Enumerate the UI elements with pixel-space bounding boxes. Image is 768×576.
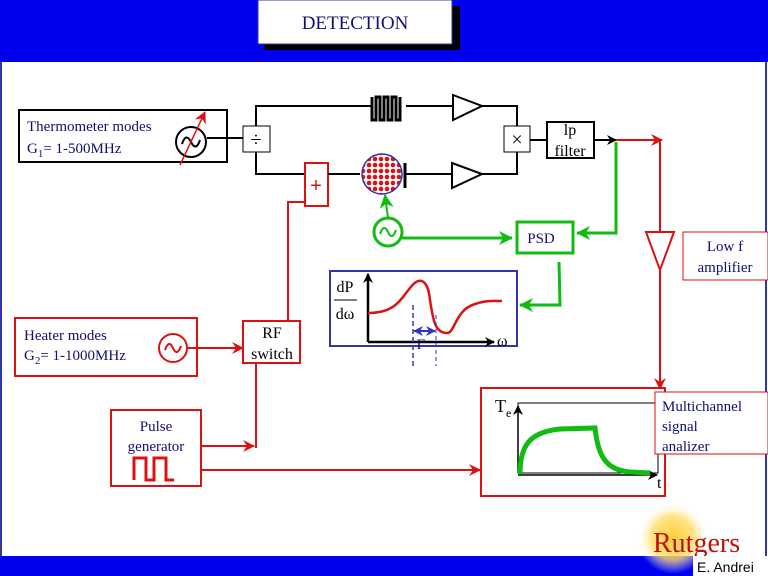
sample-icon [361, 153, 403, 195]
linewidth-label: Γ [417, 337, 426, 353]
response-ylabel: Te [495, 396, 511, 420]
heater-frequency: G2= 1-1000MHz [24, 348, 126, 367]
adder-symbol: + [310, 175, 322, 197]
pulse-generator-label: generator [128, 439, 185, 455]
psd-label: PSD [527, 231, 555, 247]
thermometer-label: Thermometer modes [27, 119, 152, 135]
rf-switch-box [242, 320, 301, 364]
heater-modes-block: Heater modes G2= 1-1000MHz [14, 317, 198, 377]
mixer-symbol: × [511, 129, 522, 151]
thermometer-frequency: G1= 1-500MHz [27, 141, 122, 160]
title-box [257, 0, 453, 45]
analyzer-label: Multichannel [662, 399, 742, 415]
variable-oscillator-icon [175, 111, 207, 166]
pulse-waveform-icon [132, 456, 174, 482]
rutgers-logo: Rutgers [653, 528, 740, 559]
signal-analyzer-block: Te t Multichannel signal analizer [480, 387, 768, 497]
rutgers-sun-logo [637, 502, 709, 574]
rf-switch-label: switch [251, 346, 293, 363]
author-credit: E. Andrei [697, 559, 754, 575]
analyzer-label: analizer [662, 439, 709, 455]
analyzer-label: signal [662, 419, 698, 435]
plot-ylabel-denominator: dω [336, 306, 355, 323]
plot-ylabel-numerator: dP [337, 279, 354, 296]
delay-line-icon [370, 95, 402, 122]
resonance-curve [367, 279, 503, 335]
amplifier-icon [452, 93, 485, 122]
low-f-amplifier-box [682, 231, 768, 281]
pulse-generator-block: Pulse generator [110, 409, 202, 487]
footer-band [0, 556, 768, 576]
amplifier-icon [451, 161, 485, 190]
low-f-amplifier-label: Low f [707, 239, 743, 255]
page-title: DETECTION [302, 13, 409, 34]
temperature-response-curve [517, 425, 651, 476]
rf-switch-label: RF [262, 325, 282, 342]
heater-label: Heater modes [24, 328, 107, 344]
pulse-generator-label: Pulse [140, 419, 173, 435]
response-xlabel: t [657, 475, 662, 492]
lp-filter-label: filter [554, 143, 586, 160]
splitter-symbol: ÷ [251, 129, 262, 151]
low-f-amplifier-icon [644, 231, 676, 273]
plot-xlabel: ω [497, 333, 508, 350]
low-f-amplifier-label: amplifier [698, 260, 753, 276]
psd-box [515, 220, 575, 255]
resonance-plot: dP dω ω Γ [329, 270, 518, 366]
adder-box [304, 162, 329, 207]
thermometer-modes-block: Thermometer modes G1= 1-500MHz [18, 109, 228, 166]
mixer-box [503, 125, 531, 153]
lp-filter-label: lp [564, 122, 576, 139]
